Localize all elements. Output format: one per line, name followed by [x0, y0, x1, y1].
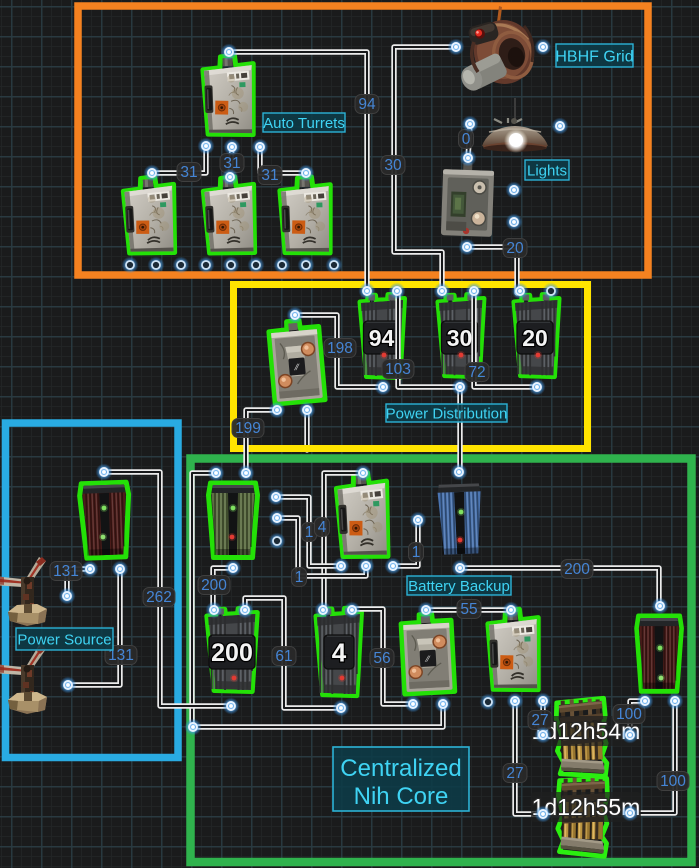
svg-text:262: 262: [146, 589, 172, 606]
svg-text:4: 4: [318, 519, 327, 536]
svg-text:1: 1: [295, 569, 304, 586]
svg-text:1: 1: [412, 544, 421, 561]
svg-text:56: 56: [373, 650, 390, 667]
svg-text:31: 31: [261, 167, 278, 184]
svg-text:94: 94: [369, 325, 395, 351]
svg-text:1: 1: [305, 524, 314, 541]
svg-text:31: 31: [223, 155, 240, 172]
svg-text:94: 94: [358, 96, 376, 113]
svg-text:HBHF Grid: HBHF Grid: [555, 48, 633, 65]
svg-text:30: 30: [384, 157, 402, 174]
svg-text:31: 31: [180, 164, 197, 181]
svg-text:199: 199: [235, 420, 261, 437]
svg-text:Power Source: Power Source: [17, 631, 111, 648]
svg-text:200: 200: [564, 561, 590, 578]
svg-text:20: 20: [522, 325, 548, 351]
svg-text:61: 61: [275, 648, 292, 665]
svg-text:4: 4: [332, 637, 347, 667]
svg-text:55: 55: [460, 601, 477, 618]
svg-text:Nih Core: Nih Core: [354, 783, 449, 810]
svg-text:131: 131: [53, 563, 79, 580]
svg-text:Power Distribution: Power Distribution: [386, 405, 508, 422]
svg-text:30: 30: [447, 325, 473, 351]
svg-text:131: 131: [108, 647, 134, 664]
svg-text:100: 100: [660, 773, 686, 790]
svg-text:103: 103: [385, 361, 411, 378]
svg-text:Auto Turrets: Auto Turrets: [263, 115, 345, 132]
svg-text:27: 27: [506, 765, 523, 782]
svg-text:Centralized: Centralized: [340, 755, 461, 782]
svg-text:Lights: Lights: [527, 162, 567, 179]
svg-text:20: 20: [506, 240, 524, 257]
svg-text:200: 200: [201, 577, 227, 594]
svg-text:200: 200: [211, 639, 253, 667]
svg-text:72: 72: [468, 364, 485, 381]
svg-text:Battery Backup: Battery Backup: [408, 578, 510, 595]
svg-text:27: 27: [531, 712, 548, 729]
svg-text:198: 198: [327, 340, 353, 357]
svg-text:100: 100: [616, 706, 642, 723]
svg-text:0: 0: [462, 131, 471, 148]
